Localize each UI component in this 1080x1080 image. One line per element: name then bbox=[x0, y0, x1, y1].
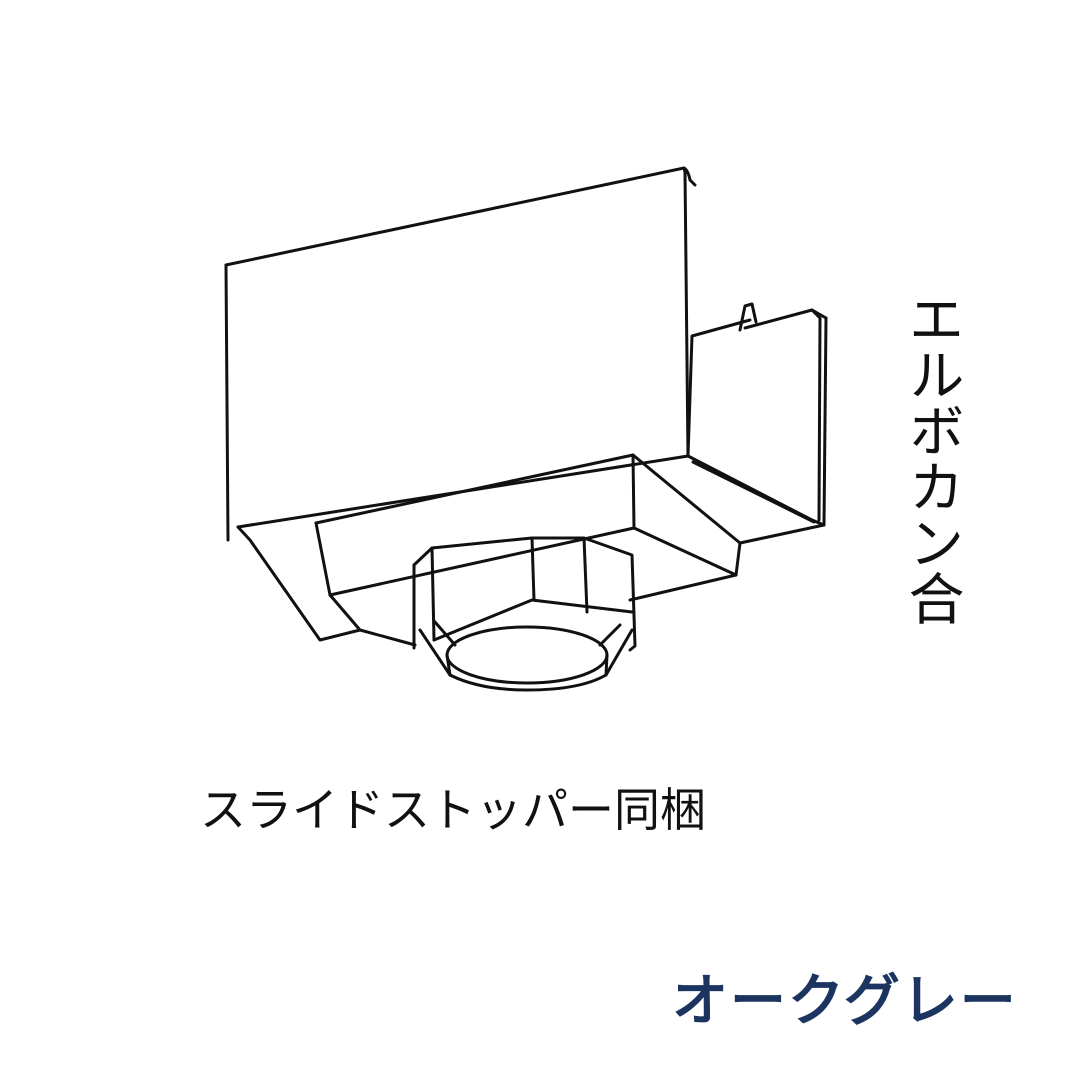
slide-stopper-included-caption: スライドストッパー同梱 bbox=[200, 783, 706, 837]
elbow-joint-label: エルボカン合 bbox=[899, 290, 964, 626]
color-name-label: オークグレー bbox=[672, 969, 1018, 1034]
